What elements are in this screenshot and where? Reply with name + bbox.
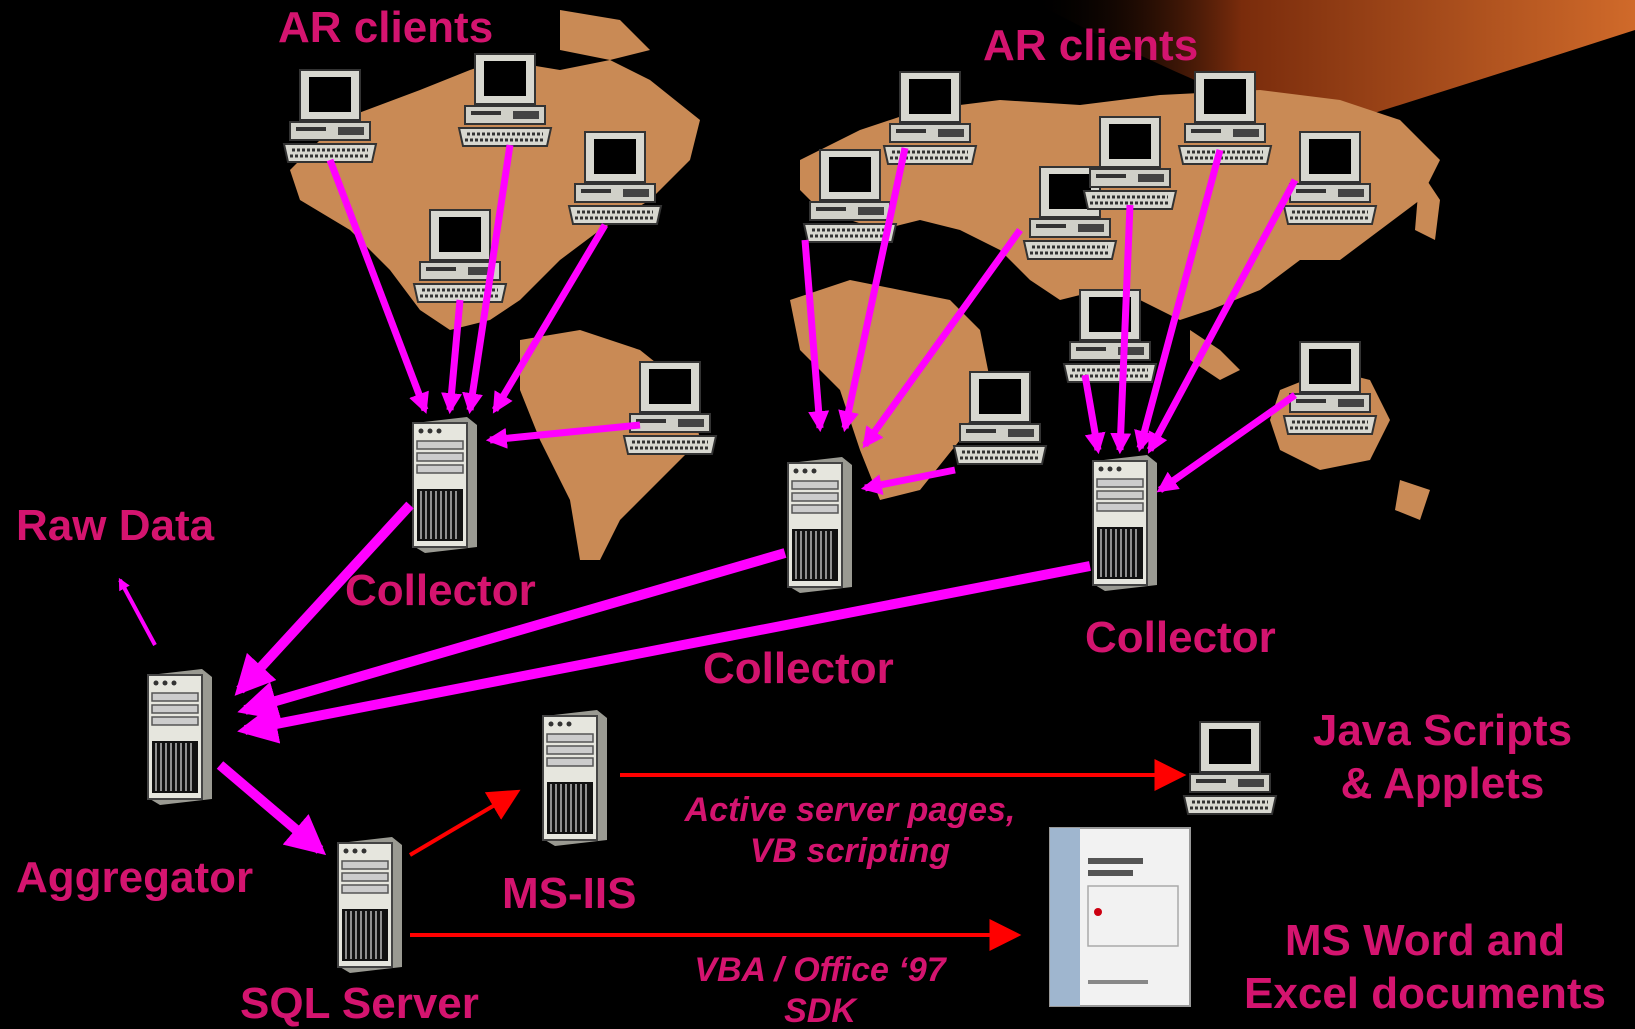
- java-scripts-line2: & Applets: [1340, 758, 1545, 808]
- web-arrows: [408, 759, 1187, 951]
- raw-data-arrow: [118, 577, 157, 646]
- raw-data-label: Raw Data: [16, 501, 215, 550]
- tower-server-icon: [337, 836, 403, 974]
- collector-label-3: Collector: [1085, 613, 1276, 662]
- collector-to-aggregator-arrows: [216, 501, 1091, 856]
- collector-label-1: Collector: [345, 566, 536, 615]
- vba-line2: SDK: [784, 991, 856, 1029]
- vba-label: VBA / Office ‘97 SDK: [660, 950, 980, 1029]
- asp-label: Active server pages, VB scripting: [660, 790, 1040, 872]
- desktop-computer-icon: [1062, 288, 1158, 384]
- vba-line1: VBA / Office ‘97: [694, 951, 946, 989]
- tower-server-icon: [412, 416, 478, 554]
- asp-line1: Active server pages,: [684, 791, 1016, 829]
- tower-server-icon: [146, 667, 214, 807]
- ms-iis-label: MS-IIS: [502, 869, 637, 918]
- collector-label-2: Collector: [703, 644, 894, 693]
- word-excel-label: MS Word and Excel documents: [1225, 915, 1625, 1021]
- decorative-swoosh: [1030, 0, 1635, 130]
- aggregator-label: Aggregator: [16, 853, 254, 902]
- word-excel-line2: Excel documents: [1244, 968, 1606, 1018]
- java-scripts-label: Java Scripts & Applets: [1290, 705, 1595, 811]
- tower-server-icon: [786, 455, 854, 595]
- sql-server-label: SQL Server: [240, 979, 479, 1028]
- java-scripts-line1: Java Scripts: [1312, 706, 1573, 755]
- client-to-collector-arrows: [326, 144, 1299, 496]
- ar-clients-label-right: AR clients: [983, 21, 1199, 70]
- ar-clients-label-left: AR clients: [278, 3, 494, 52]
- tower-server-icon: [542, 709, 608, 847]
- tower-server-icon: [1091, 453, 1159, 593]
- desktop-computer-icon: [1182, 720, 1278, 816]
- word-excel-line1: MS Word and: [1284, 916, 1566, 965]
- asp-line2: VB scripting: [749, 831, 951, 870]
- document-page-icon: [1049, 827, 1191, 1007]
